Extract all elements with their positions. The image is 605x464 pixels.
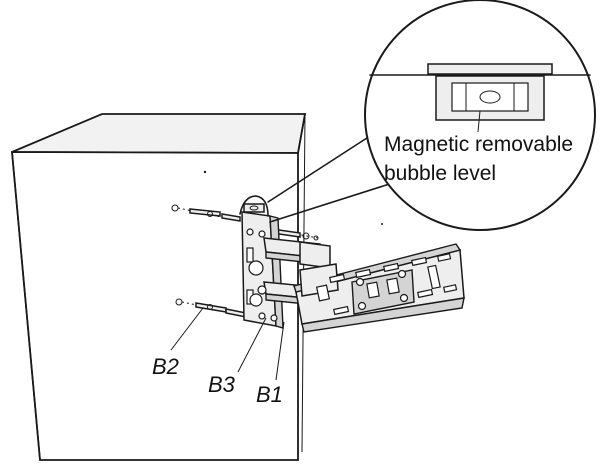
level-window: [451, 82, 529, 112]
bracket-slot: [437, 253, 452, 262]
b2-leader: [170, 307, 204, 351]
part-labels: B2 B3 B1: [152, 307, 285, 407]
callout-label-line2: bubble level: [384, 162, 496, 185]
tv-bracket: [293, 243, 465, 333]
label-b2: B2: [152, 354, 179, 379]
bracket-center-mount: [299, 263, 339, 297]
bracket-slot-vertical: [427, 264, 441, 290]
callout-pointer: [477, 110, 481, 133]
bracket-center-block: [351, 269, 415, 315]
plate-slot: [246, 247, 254, 263]
plate-round-cutout: [248, 260, 264, 276]
tv-bracket-bottom-lip: [301, 297, 465, 333]
level-bubble-large: [479, 90, 501, 104]
callout-leader-upper: [267, 135, 371, 203]
bracket-slot: [417, 288, 434, 299]
b3-leader: [237, 317, 267, 373]
bracket-slot: [329, 273, 346, 284]
wall-top-right-edge: [297, 113, 306, 154]
lag-bolt: [221, 213, 241, 222]
bracket-slot: [383, 262, 400, 273]
label-b3: B3: [208, 372, 236, 397]
speck: [381, 223, 383, 225]
bracket-slot: [411, 256, 428, 267]
plate-hole: [258, 230, 266, 238]
magnifier-callout: Magnetic removable bubble level: [267, 0, 596, 231]
bracket-slot: [443, 284, 458, 293]
wall: [11, 113, 383, 461]
plate-round-cutout: [249, 293, 263, 307]
level-top-bar: [427, 63, 553, 75]
level-body: [243, 203, 265, 213]
callout-label-line1: Magnetic removable: [384, 133, 573, 156]
level-bubble: [249, 205, 259, 211]
plate-hole: [258, 312, 266, 320]
bracket-bolt: [399, 293, 409, 303]
guide-line: [177, 207, 246, 223]
plate-hole: [270, 314, 278, 322]
washer: [207, 211, 213, 217]
bracket-bolt: [357, 301, 367, 311]
bracket-slot: [333, 305, 350, 316]
bracket-window: [386, 277, 400, 295]
pivot-bolt: [257, 285, 267, 295]
wall-top-face: [11, 113, 307, 154]
b1-leader: [275, 321, 285, 381]
anchor-hole: [313, 235, 319, 241]
label-b1: B1: [256, 382, 283, 407]
bracket-bolt: [355, 277, 365, 287]
wall-left-edge: [11, 151, 41, 461]
level-dome: [239, 195, 269, 217]
wall-plate: [241, 211, 284, 329]
bracket-slot-vertical: [315, 284, 331, 302]
bracket-slot: [355, 268, 372, 279]
bubble-level-small: [239, 195, 269, 217]
top-anchor-screws: [171, 204, 319, 241]
bottom-anchor-screws: [175, 298, 273, 321]
bracket-bolt: [397, 269, 407, 279]
speck: [203, 170, 207, 174]
washer: [302, 232, 310, 240]
bracket-window: [366, 281, 380, 299]
arm-pivot-block: [299, 241, 331, 269]
plate-hole: [246, 228, 254, 236]
callout-leader-lower: [269, 179, 403, 223]
washer: [207, 304, 213, 310]
